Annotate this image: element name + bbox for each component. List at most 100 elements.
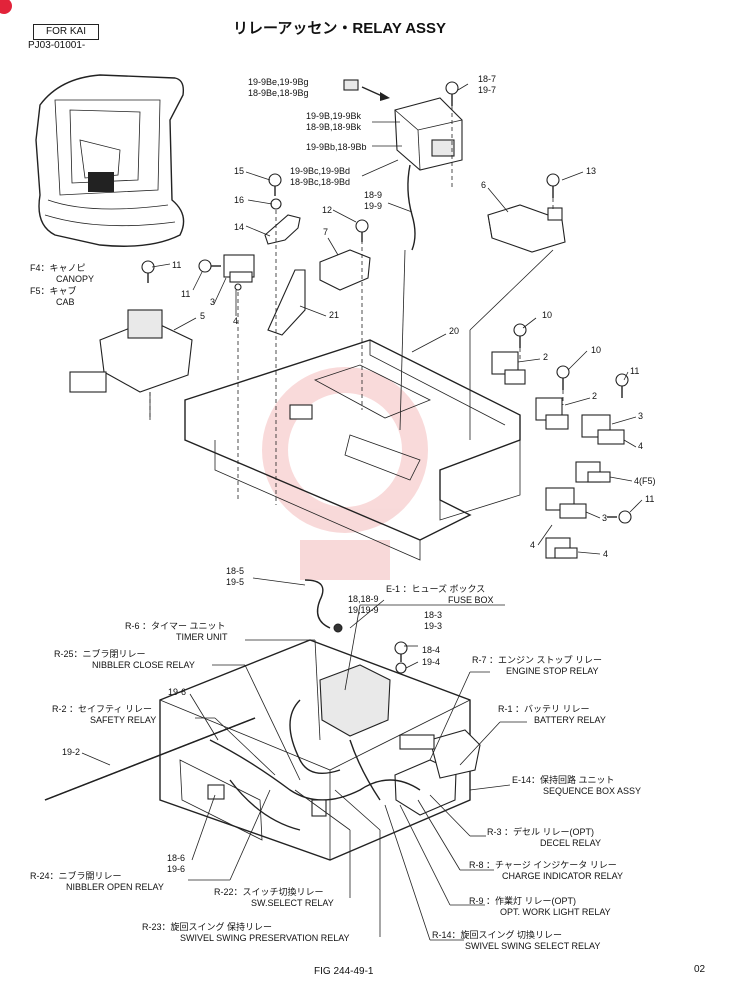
- relay-3-left: [223, 254, 255, 291]
- callout: 19-9Bc,19-9Bd: [290, 166, 351, 176]
- label-r25: R-25：ニブラ閉リレー: [54, 649, 146, 659]
- callout: 4: [603, 549, 609, 559]
- callout: 18-9: [364, 190, 383, 200]
- callout: 19-6: [168, 687, 187, 697]
- callout: 18-5: [226, 566, 245, 576]
- base-plate-20: [184, 339, 521, 561]
- model-box: FOR KAI: [33, 24, 99, 40]
- callout: 19-6: [167, 864, 186, 874]
- callout: 18,18-9: [348, 594, 379, 604]
- page-number: 02: [694, 964, 706, 975]
- label-r23-en: SWIVEL SWING PRESERVATION RELAY: [180, 933, 350, 943]
- label-r14: R-14：旋回スイング 切換リレー: [432, 930, 563, 940]
- variant-f4: F4：キャノピ: [30, 263, 86, 273]
- label-r6: R-6 ：タイマー ユニット: [125, 621, 226, 631]
- corner-mark: [0, 0, 12, 14]
- callout: 19-9: [364, 201, 383, 211]
- fuse-holder-top: [343, 79, 390, 101]
- callout: 18-9Be,18-9Bg: [248, 88, 309, 98]
- label-r3-en: DECEL RELAY: [540, 838, 602, 848]
- callout: 19-4: [422, 657, 441, 667]
- callout: 19-9Be,19-9Bg: [248, 77, 309, 87]
- leader-lines-upper: [151, 83, 643, 555]
- label-r8-en: CHARGE INDICATOR RELAY: [502, 871, 624, 881]
- label-r2: R-2 ：セイフティ リレー: [52, 704, 152, 714]
- relay-group-right: [491, 351, 625, 559]
- callout: 4(F5): [634, 476, 656, 486]
- callout: 18-7: [478, 74, 497, 84]
- variant-f4-en: CANOPY: [56, 274, 95, 284]
- label-r1: R-1 ：バッテリ リレー: [498, 704, 590, 714]
- relay-block-top: [394, 97, 463, 251]
- machine-thumbnail: [35, 74, 185, 247]
- callout: 4: [530, 540, 536, 550]
- callout: 2: [543, 352, 549, 362]
- bracket-21: [267, 269, 306, 336]
- page-title: リレーアッセン・RELAY ASSY: [233, 20, 447, 37]
- relay-cover-6: [487, 204, 566, 253]
- label-r7-en: ENGINE STOP RELAY: [506, 666, 599, 676]
- callout: 19-2: [62, 747, 81, 757]
- label-r8: R-8 ：チャージ インジケータ リレー: [469, 860, 617, 870]
- label-r9-en: OPT. WORK LIGHT RELAY: [500, 907, 611, 917]
- callout: 11: [645, 494, 655, 504]
- callout: 5: [200, 311, 206, 321]
- serial-number: PJ03-01001-: [28, 40, 86, 51]
- label-r24: R-24：ニブラ開リレー: [30, 871, 122, 881]
- callout: 19,19-9: [348, 605, 379, 615]
- callout: 18-9Bc,18-9Bd: [290, 177, 351, 187]
- label-e1-en: FUSE BOX: [448, 595, 494, 605]
- relay-7: [319, 249, 371, 291]
- callout: 19-9Bb,18-9Bb: [306, 142, 367, 152]
- label-r3: R-3 ：デセル リレー(OPT): [487, 827, 594, 837]
- callout: 15: [234, 166, 245, 176]
- callout: 19-5: [226, 577, 245, 587]
- callout: 21: [329, 310, 340, 320]
- bracket-14: [264, 214, 301, 245]
- callout: 16: [234, 195, 245, 205]
- label-r9: R-9 ：作業灯 リレー(OPT): [469, 896, 576, 906]
- callout: 19-9B,19-9Bk: [306, 111, 362, 121]
- label-r22: R-22：スイッチ切換リレー: [214, 887, 324, 897]
- callout: 14: [234, 222, 245, 232]
- label-e14: E-14：保持回路 ユニット: [512, 775, 615, 785]
- label-r14-en: SWIVEL SWING SELECT RELAY: [465, 941, 601, 951]
- label-r6-en: TIMER UNIT: [176, 632, 228, 642]
- callout: 18-3: [424, 610, 443, 620]
- callout: 18-6: [167, 853, 186, 863]
- label-r23: R-23：旋回スイング 保持リレー: [142, 922, 273, 932]
- label-r25-en: NIBBLER CLOSE RELAY: [92, 660, 195, 670]
- callout: 13: [586, 166, 597, 176]
- callout: 2: [592, 391, 598, 401]
- variant-f5: F5：キャブ: [30, 286, 77, 296]
- label-r22-en: SW.SELECT RELAY: [251, 898, 334, 908]
- label-e14-en: SEQUENCE BOX ASSY: [543, 786, 642, 796]
- label-r24-en: NIBBLER OPEN RELAY: [66, 882, 164, 892]
- callout: 3: [210, 297, 216, 307]
- callout: 11: [181, 289, 191, 299]
- callout: 11: [172, 260, 182, 270]
- callout: 12: [322, 205, 333, 215]
- timer-unit-5: [69, 309, 193, 420]
- callout: 3: [602, 513, 608, 523]
- label-e1: E-1 ：ヒューズ ボックス: [386, 584, 486, 594]
- callout: 10: [542, 310, 553, 320]
- callout: 10: [591, 345, 602, 355]
- label-r1-en: BATTERY RELAY: [534, 715, 606, 725]
- callout: 20: [449, 326, 460, 336]
- leader-lines-lower: [81, 577, 527, 941]
- callout: 18-4: [422, 645, 441, 655]
- callout: 4: [638, 441, 644, 451]
- callout: 3: [638, 411, 644, 421]
- watermark: [262, 367, 428, 580]
- callout: 6: [481, 180, 487, 190]
- label-r7: R-7 ：エンジン ストップ リレー: [472, 655, 603, 665]
- callout: 18-9B,18-9Bk: [306, 122, 362, 132]
- variant-f5-en: CAB: [56, 297, 75, 307]
- callout: 7: [323, 227, 329, 237]
- callout: 11: [630, 366, 640, 376]
- callout: 19-7: [478, 85, 497, 95]
- callout: 4: [233, 316, 239, 326]
- callout: 19-3: [424, 621, 443, 631]
